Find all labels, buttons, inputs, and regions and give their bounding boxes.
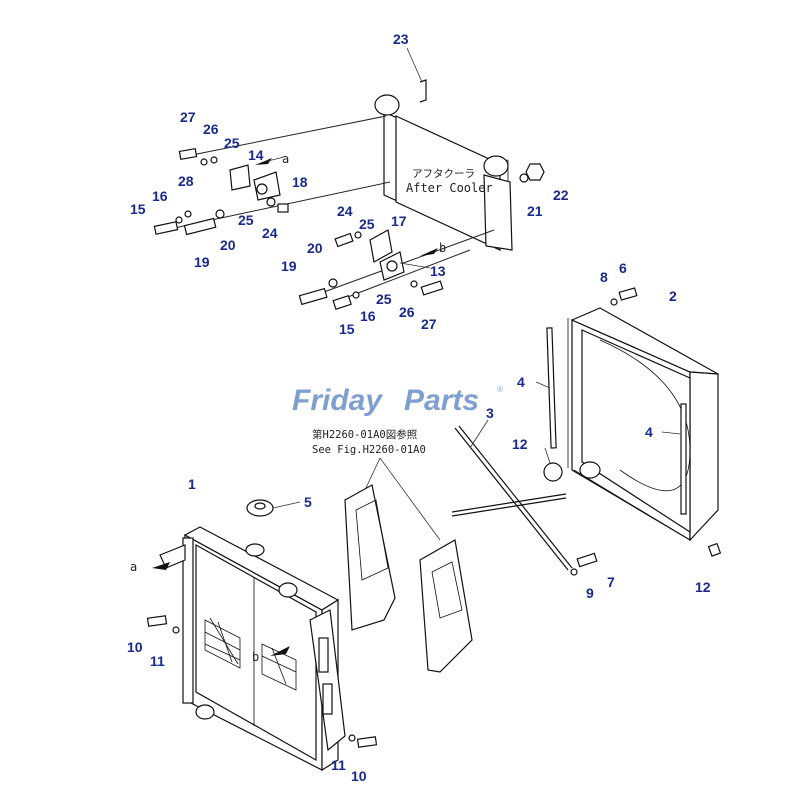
watermark-brand-b: Parts [404,384,479,417]
part-label-26: 26 [203,121,219,137]
cap-12 [543,447,722,557]
bracket-23 [406,47,427,103]
part-label-12: 12 [695,579,711,595]
part-label-11: 11 [331,757,346,773]
part-label-1: 1 [188,476,196,492]
after-cooler-label-en: After Cooler [406,181,493,195]
upper-left-mounting-hardware [153,115,391,236]
part-label-26: 26 [399,304,415,320]
part-label-7: 7 [607,574,615,590]
part-label-17: 17 [391,213,407,229]
part-label-24: 24 [337,203,353,219]
part-label-10: 10 [127,639,143,655]
part-label-20: 20 [307,240,323,256]
part-label-16: 16 [152,188,168,204]
part-label-11: 11 [150,653,165,669]
part-label-28: 28 [178,173,194,189]
part-label-12: 12 [512,436,528,452]
part-label-6: 6 [619,260,627,276]
radiator-cap-5 [246,499,301,517]
part-label-8: 8 [600,269,608,285]
part-label-22: 22 [553,187,569,203]
part-label-14: 14 [248,147,264,163]
after-cooler-label-jp: アフタクーラ [412,168,475,180]
part-label-10: 10 [351,768,367,784]
part-label-4: 4 [645,424,653,440]
part-label-2: 2 [669,288,677,304]
reference-note-line1: 第H2260-01A0図参照 [312,428,418,441]
stays-3 [451,419,598,576]
nut-washer-21-22 [519,163,545,183]
connection-marker-b-lower: b [252,650,259,664]
part-label-25: 25 [376,291,392,307]
part-number-labels: 23 27 26 25 14 28 18 16 15 25 24 20 19 2… [127,31,711,784]
part-label-27: 27 [421,316,437,332]
part-label-27: 27 [180,109,196,125]
part-label-18: 18 [292,174,308,190]
connection-marker-a-upper: a [282,152,289,166]
watermark-brand-a: Friday [292,384,383,417]
connection-marker-a-lower: a [130,560,137,574]
part-label-23: 23 [393,31,409,47]
part-label-25: 25 [359,216,375,232]
part-label-19: 19 [194,254,210,270]
fan-shroud [567,287,719,542]
part-label-21: 21 [527,203,543,219]
part-label-20: 20 [220,237,236,253]
reference-note-line2: See Fig.H2260-01A0 [312,444,426,456]
side-covers: 第H2260-01A0図参照 See Fig.H2260-01A0 [312,428,473,673]
part-label-3: 3 [486,405,494,421]
part-label-16: 16 [360,308,376,324]
part-label-5: 5 [304,494,312,510]
middle-mounting-hardware [298,229,495,310]
connection-marker-b-upper: b [439,241,446,255]
watermark-reg: ® [497,385,503,394]
part-label-13: 13 [430,263,446,279]
after-cooler: アフタクーラ After Cooler [374,94,513,251]
part-label-19: 19 [281,258,297,274]
part-label-4: 4 [517,374,525,390]
part-label-15: 15 [339,321,355,337]
part-label-25: 25 [224,135,240,151]
part-label-24: 24 [262,225,278,241]
seal-strips-4 [535,327,687,515]
part-label-9: 9 [586,585,594,601]
part-label-15: 15 [130,201,146,217]
radiator [146,526,378,772]
watermark: Friday Parts ® [292,384,503,417]
part-label-25: 25 [238,212,254,228]
